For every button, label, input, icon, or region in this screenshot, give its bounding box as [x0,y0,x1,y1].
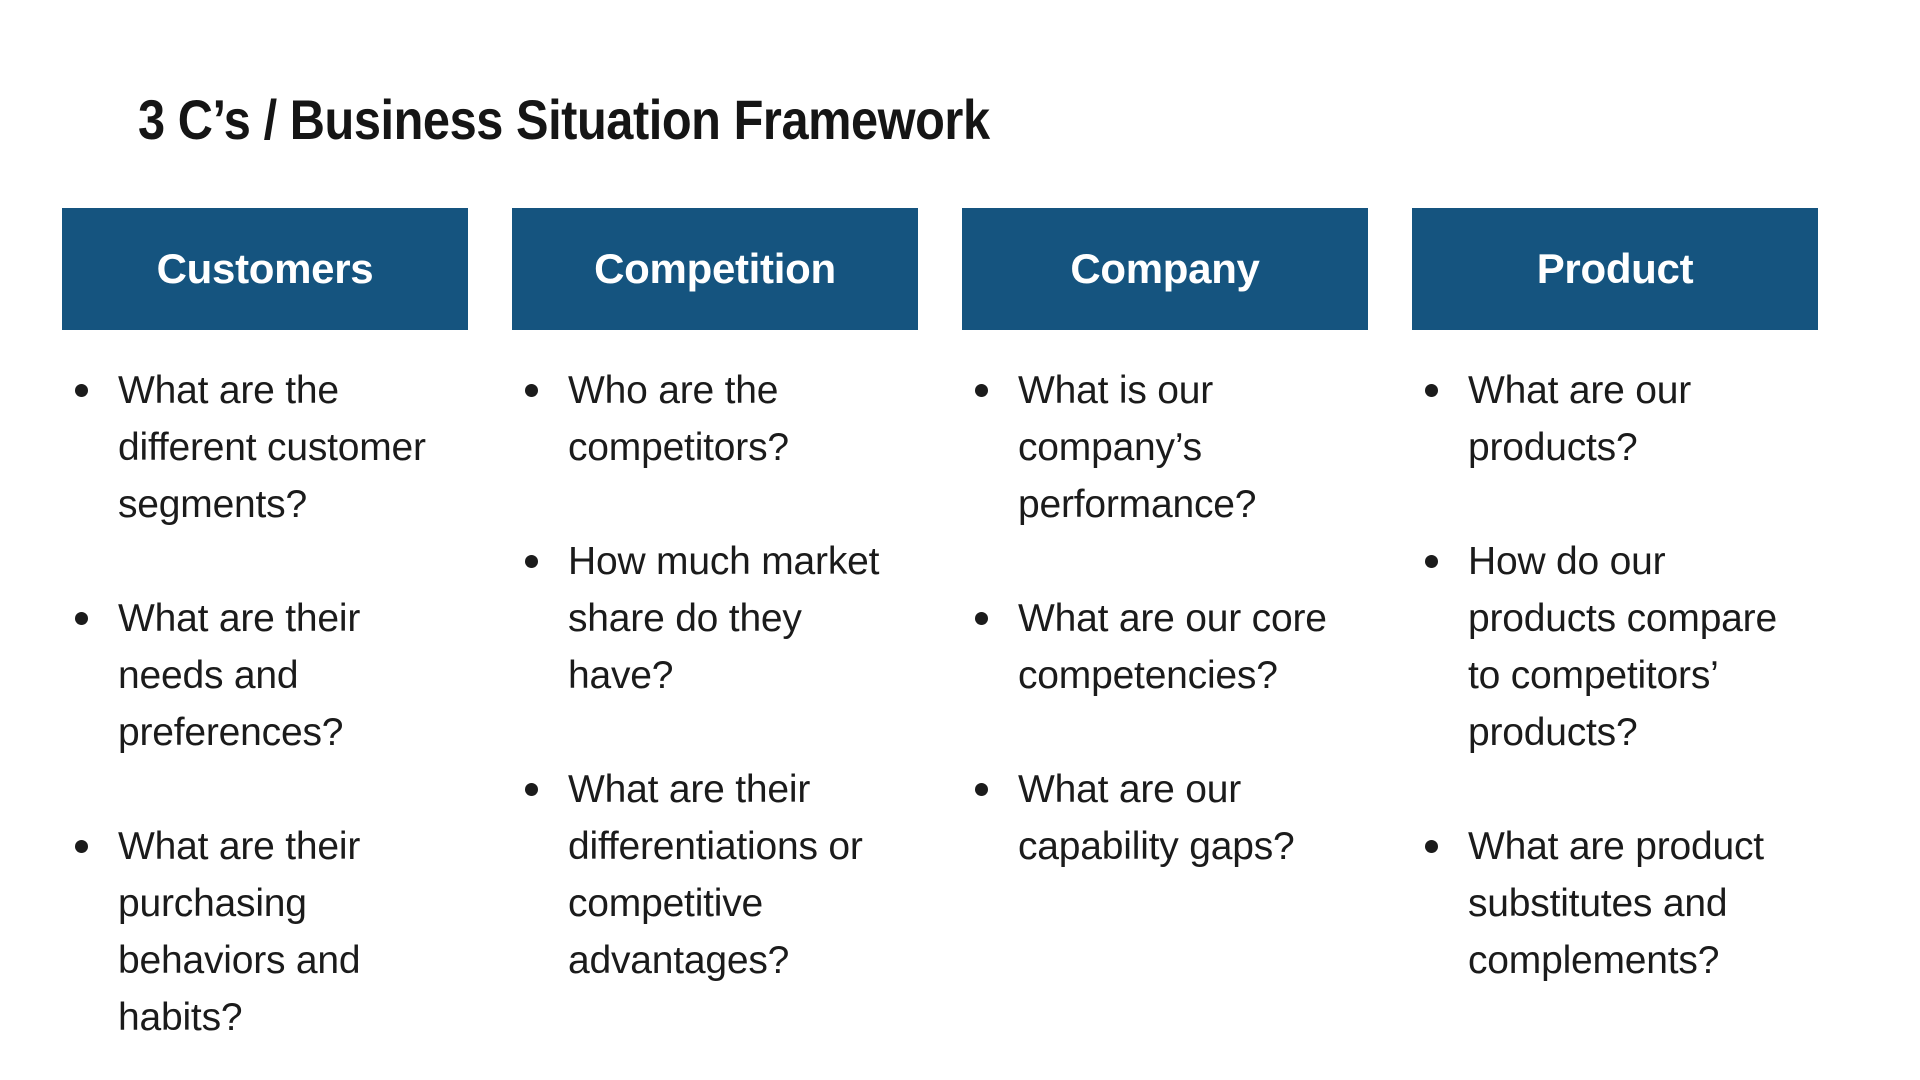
bullet-text: What are our products? [1468,369,1692,469]
bullet-text: What are product substitutes and complem… [1468,825,1764,982]
bullet-item: What are product substitutes and complem… [1425,818,1818,989]
bullet-item: What are our capability gaps? [975,761,1368,875]
framework-columns: Customers What are the different custome… [62,208,1818,1046]
bullet-dot [1425,384,1438,397]
bullet-text: What are our capability gaps? [1018,768,1295,868]
bullet-text: How much market share do they have? [568,540,880,697]
column-header-product: Product [1412,208,1818,330]
bullet-item: What are our products? [1425,362,1818,476]
bullet-dot [75,612,88,625]
bullet-dot [75,840,88,853]
bullet-text: What are their purchasing behaviors and … [118,825,361,1039]
bullet-list-product: What are our products? How do our produc… [1412,362,1818,989]
bullet-text: Who are the competitors? [568,369,789,469]
bullet-dot [1425,840,1438,853]
slide-title: 3 C’s / Business Situation Framework [138,88,990,151]
column-header-label: Competition [594,245,836,292]
bullet-item: What are our core competencies? [975,590,1368,704]
bullet-item: What are the different customer segments… [75,362,468,533]
column-company: Company What is our company’s performanc… [962,208,1368,1046]
column-header-competition: Competition [512,208,918,330]
bullet-dot [975,783,988,796]
bullet-text: What is our company’s performance? [1018,369,1257,526]
bullet-dot [525,384,538,397]
bullet-item: What are their needs and preferences? [75,590,468,761]
bullet-item: How do our products compare to competito… [1425,533,1818,761]
bullet-list-competition: Who are the competitors? How much market… [512,362,918,989]
bullet-text: How do our products compare to competito… [1468,540,1777,754]
bullet-text: What are our core competencies? [1018,597,1327,697]
bullet-list-company: What is our company’s performance? What … [962,362,1368,875]
bullet-item: What is our company’s performance? [975,362,1368,533]
bullet-dot [75,384,88,397]
column-header-label: Customers [156,245,374,292]
bullet-dot [525,555,538,568]
bullet-dot [1425,555,1438,568]
column-header-label: Company [1070,245,1260,292]
bullet-item: How much market share do they have? [525,533,918,704]
column-product: Product What are our products? How do ou… [1412,208,1818,1046]
column-customers: Customers What are the different custome… [62,208,468,1046]
bullet-list-customers: What are the different customer segments… [62,362,468,1046]
column-competition: Competition Who are the competitors? How… [512,208,918,1046]
bullet-dot [525,783,538,796]
bullet-item: What are their purchasing behaviors and … [75,818,468,1046]
bullet-item: Who are the competitors? [525,362,918,476]
bullet-item: What are their differentiations or compe… [525,761,918,989]
bullet-text: What are their needs and preferences? [118,597,361,754]
column-header-customers: Customers [62,208,468,330]
bullet-text: What are their differentiations or compe… [568,768,863,982]
column-header-label: Product [1536,245,1694,292]
bullet-text: What are the different customer segments… [118,369,426,526]
bullet-dot [975,384,988,397]
column-header-company: Company [962,208,1368,330]
bullet-dot [975,612,988,625]
